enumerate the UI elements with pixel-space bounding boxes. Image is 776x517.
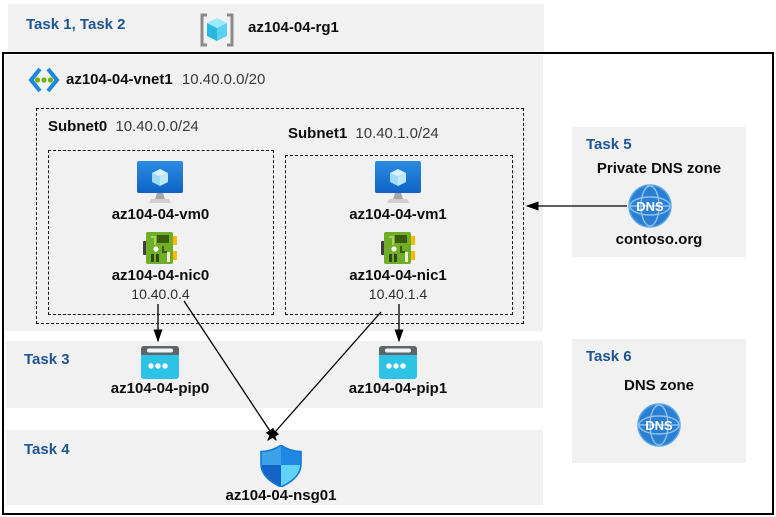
private-dns-icon: DNS [628, 184, 672, 228]
nic1-ip: 10.40.1.4 [368, 286, 428, 302]
nic1-icon [381, 230, 415, 266]
nic0-name: az104-04-nic0 [111, 267, 210, 284]
task6-box: Task 6 DNS zone DNS [572, 339, 746, 463]
task4-label: Task 4 [24, 441, 70, 458]
pip0-name: az104-04-pip0 [110, 380, 210, 397]
resource-group-name: az104-04-rg1 [248, 19, 339, 36]
subnet1-cidr: 10.40.1.0/24 [355, 125, 439, 142]
nic0-ip: 10.40.0.4 [131, 286, 190, 302]
dns-zone-icon-text: DNS [645, 418, 673, 433]
subnet0-label: Subnet0 10.40.0.0/24 [48, 118, 199, 135]
pip0-icon [141, 346, 179, 379]
subnet1-name: Subnet1 [288, 125, 348, 142]
pip1-icon [379, 346, 417, 379]
main-region-border [2, 52, 774, 515]
vnet-cidr: 10.40.0.0/20 [181, 71, 266, 88]
subnet0-box [48, 150, 274, 315]
private-dns-zone-name: contoso.org [615, 231, 703, 248]
subnet0-name: Subnet0 [48, 118, 108, 135]
nsg-name: az104-04-nsg01 [225, 487, 337, 504]
subnet0-cidr: 10.40.0.0/24 [115, 118, 199, 135]
task5-label: Task 5 [586, 136, 632, 153]
vnet-title: az104-04-vnet1 10.40.0.0/20 [66, 71, 265, 88]
vnet-icon [28, 66, 60, 94]
task3-label: Task 3 [24, 351, 70, 368]
nic1-name: az104-04-nic1 [349, 267, 447, 284]
vm1-name: az104-04-vm1 [349, 206, 447, 223]
vm0-icon [136, 161, 184, 204]
dns-zone-title: DNS zone [623, 377, 694, 394]
resource-group-icon [198, 12, 236, 48]
nsg-shield-icon [259, 445, 303, 487]
dns-zone-icon: DNS [637, 403, 681, 447]
pip1-name: az104-04-pip1 [348, 380, 448, 397]
vnet-name: az104-04-vnet1 [66, 71, 173, 88]
resource-group-band: Task 1, Task 2 az104-04-rg1 [8, 4, 544, 52]
private-dns-icon-text: DNS [636, 199, 664, 214]
task-1-2-label: Task 1, Task 2 [26, 16, 126, 33]
vnet-box [5, 55, 543, 331]
nic0-icon [143, 230, 177, 266]
private-dns-zone-title: Private DNS zone [596, 160, 722, 177]
vm0-name: az104-04-vm0 [111, 206, 210, 223]
vm1-icon [374, 161, 422, 204]
task5-box: Task 5 Private DNS zone DNS contoso.org [572, 127, 746, 257]
subnet1-label: Subnet1 10.40.1.0/24 [288, 125, 439, 142]
task6-label: Task 6 [586, 348, 632, 365]
task3-band [6, 341, 543, 408]
